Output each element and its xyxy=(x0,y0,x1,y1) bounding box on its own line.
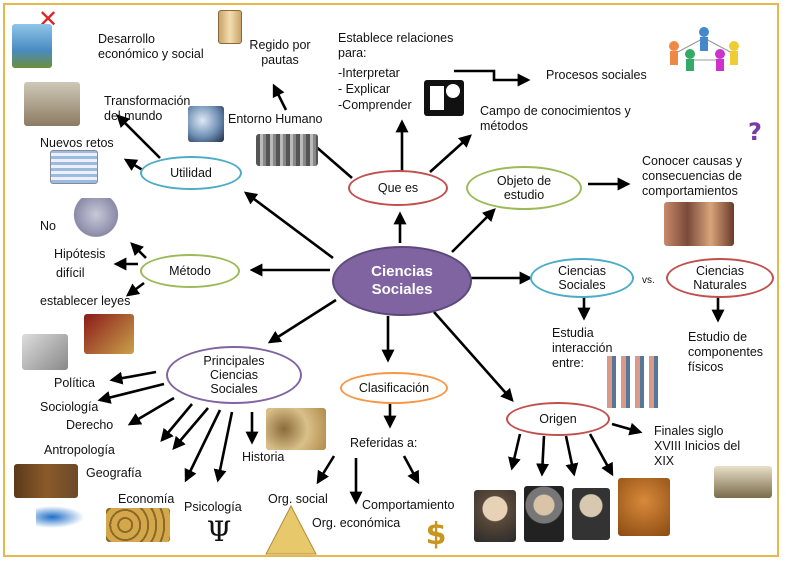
node-metodo: Método xyxy=(140,254,240,288)
label-desarrollo-text: Desarrollo económico y social xyxy=(98,32,204,61)
node-objeto-label: Objeto de estudio xyxy=(496,174,552,202)
label-referidas: Referidas a: xyxy=(350,436,418,450)
label-comportamiento: Comportamiento xyxy=(362,498,455,512)
node-clasificacion-label: Clasificación xyxy=(358,381,430,395)
question-mark-icon: ? xyxy=(748,118,762,146)
label-estudio-componentes: Estudio de componentes físicos xyxy=(688,330,772,375)
node-utilidad-label: Utilidad xyxy=(170,166,212,180)
portrait-marx xyxy=(524,486,564,542)
label-sociologia: Sociología xyxy=(40,400,99,414)
label-finales: Finales siglo XVIII Inicios del XIX xyxy=(654,424,746,469)
label-comprender: -Comprender xyxy=(338,98,412,112)
label-dificil: difícil xyxy=(56,266,85,280)
label-estudia: Estudia interacción entre: xyxy=(552,326,628,371)
node-origen-label: Origen xyxy=(539,412,577,426)
label-org-economica: Org. económica xyxy=(312,516,401,530)
label-establece-text: Establece relaciones para: xyxy=(338,31,454,60)
scroll-icon xyxy=(218,10,242,44)
node-que-es-label: Que es xyxy=(377,181,419,195)
world-map-image xyxy=(36,504,90,530)
label-org-social: Org. social xyxy=(268,492,328,506)
node-ciencias-sociales: Ciencias Sociales xyxy=(530,258,634,298)
label-hipotesis: Hipótesis xyxy=(54,247,106,261)
node-principales: Principales Ciencias Sociales xyxy=(166,346,302,404)
label-entorno: Entorno Humano xyxy=(228,112,323,126)
node-clasificacion: Clasificación xyxy=(340,372,448,404)
dollar-icon: $ xyxy=(424,518,448,552)
label-transformacion-text: Transformación del mundo xyxy=(104,94,191,123)
node-que-es: Que es xyxy=(348,170,448,206)
label-campo: Campo de conocimientos y métodos xyxy=(480,104,650,134)
label-historia: Historia xyxy=(242,450,285,464)
label-finales-text: Finales siglo XVIII Inicios del XIX xyxy=(654,424,741,468)
label-explicar: - Explicar xyxy=(338,82,391,96)
dollar-symbol: $ xyxy=(425,517,447,552)
label-establecer-leyes: establecer leyes xyxy=(40,294,131,308)
frame-border xyxy=(3,3,779,557)
node-objeto: Objeto de estudio xyxy=(466,166,582,210)
students-group-image xyxy=(604,356,662,408)
portrait-comte xyxy=(572,488,610,540)
old-map-image xyxy=(266,408,326,450)
label-conocer-text: Conocer causas y consecuencias de compor… xyxy=(642,154,743,198)
justice-image xyxy=(84,314,134,354)
comprehension-icon xyxy=(424,80,464,116)
label-establece: Establece relaciones para: xyxy=(338,31,468,61)
node-metodo-label: Método xyxy=(169,264,211,278)
node-principales-label: Principales Ciencias Sociales xyxy=(203,354,265,396)
maze-image xyxy=(50,150,98,184)
industrial-image xyxy=(714,466,772,498)
label-estudia-text: Estudia interacción entre: xyxy=(552,326,613,370)
label-procesos: Procesos sociales xyxy=(546,68,647,82)
vs-label: vs. xyxy=(642,275,655,286)
label-transformacion: Transformación del mundo xyxy=(104,94,204,124)
label-interpretar: -Interpretar xyxy=(338,66,400,80)
label-no: No xyxy=(40,219,56,233)
node-origen: Origen xyxy=(506,402,610,436)
label-estudio-componentes-text: Estudio de componentes físicos xyxy=(688,330,764,374)
label-regido-text: Regido por pautas xyxy=(249,38,311,67)
center-label: Ciencias Sociales xyxy=(371,263,433,298)
crowd-image xyxy=(256,134,318,166)
portrait-bust xyxy=(618,478,670,536)
psi-symbol: Ψ xyxy=(206,515,232,548)
label-derecho: Derecho xyxy=(66,418,114,432)
label-desarrollo: Desarrollo económico y social xyxy=(98,32,218,62)
node-ciencias-naturales-label: Ciencias Naturales xyxy=(693,264,747,292)
handshake-image xyxy=(22,334,68,370)
label-regido: Regido por pautas xyxy=(244,38,316,68)
people-network-icon xyxy=(664,24,746,72)
pyramid-image xyxy=(264,504,318,556)
student-desk-image xyxy=(12,24,52,68)
psi-icon: Ψ xyxy=(204,516,234,548)
node-ciencias-sociales-label: Ciencias Sociales xyxy=(558,264,606,292)
evolution-image xyxy=(14,464,78,498)
factory-image xyxy=(24,82,80,126)
node-utilidad: Utilidad xyxy=(140,156,242,190)
center-node: Ciencias Sociales xyxy=(332,246,472,316)
label-economia: Economía xyxy=(118,492,175,506)
portrait-smith xyxy=(474,490,516,542)
label-politica: Política xyxy=(54,376,95,390)
label-nuevos-retos: Nuevos retos xyxy=(40,136,114,150)
label-campo-text: Campo de conocimientos y métodos xyxy=(480,104,631,133)
label-conocer: Conocer causas y consecuencias de compor… xyxy=(642,154,768,199)
coins-image xyxy=(106,508,170,542)
earth-image xyxy=(188,106,224,142)
node-ciencias-naturales: Ciencias Naturales xyxy=(666,258,774,298)
label-antropologia: Antropología xyxy=(44,443,115,457)
label-geografia: Geografía xyxy=(86,466,142,480)
family-photo xyxy=(664,202,734,246)
label-psicologia: Psicología xyxy=(184,500,242,514)
thinking-mouse-image xyxy=(70,198,122,240)
